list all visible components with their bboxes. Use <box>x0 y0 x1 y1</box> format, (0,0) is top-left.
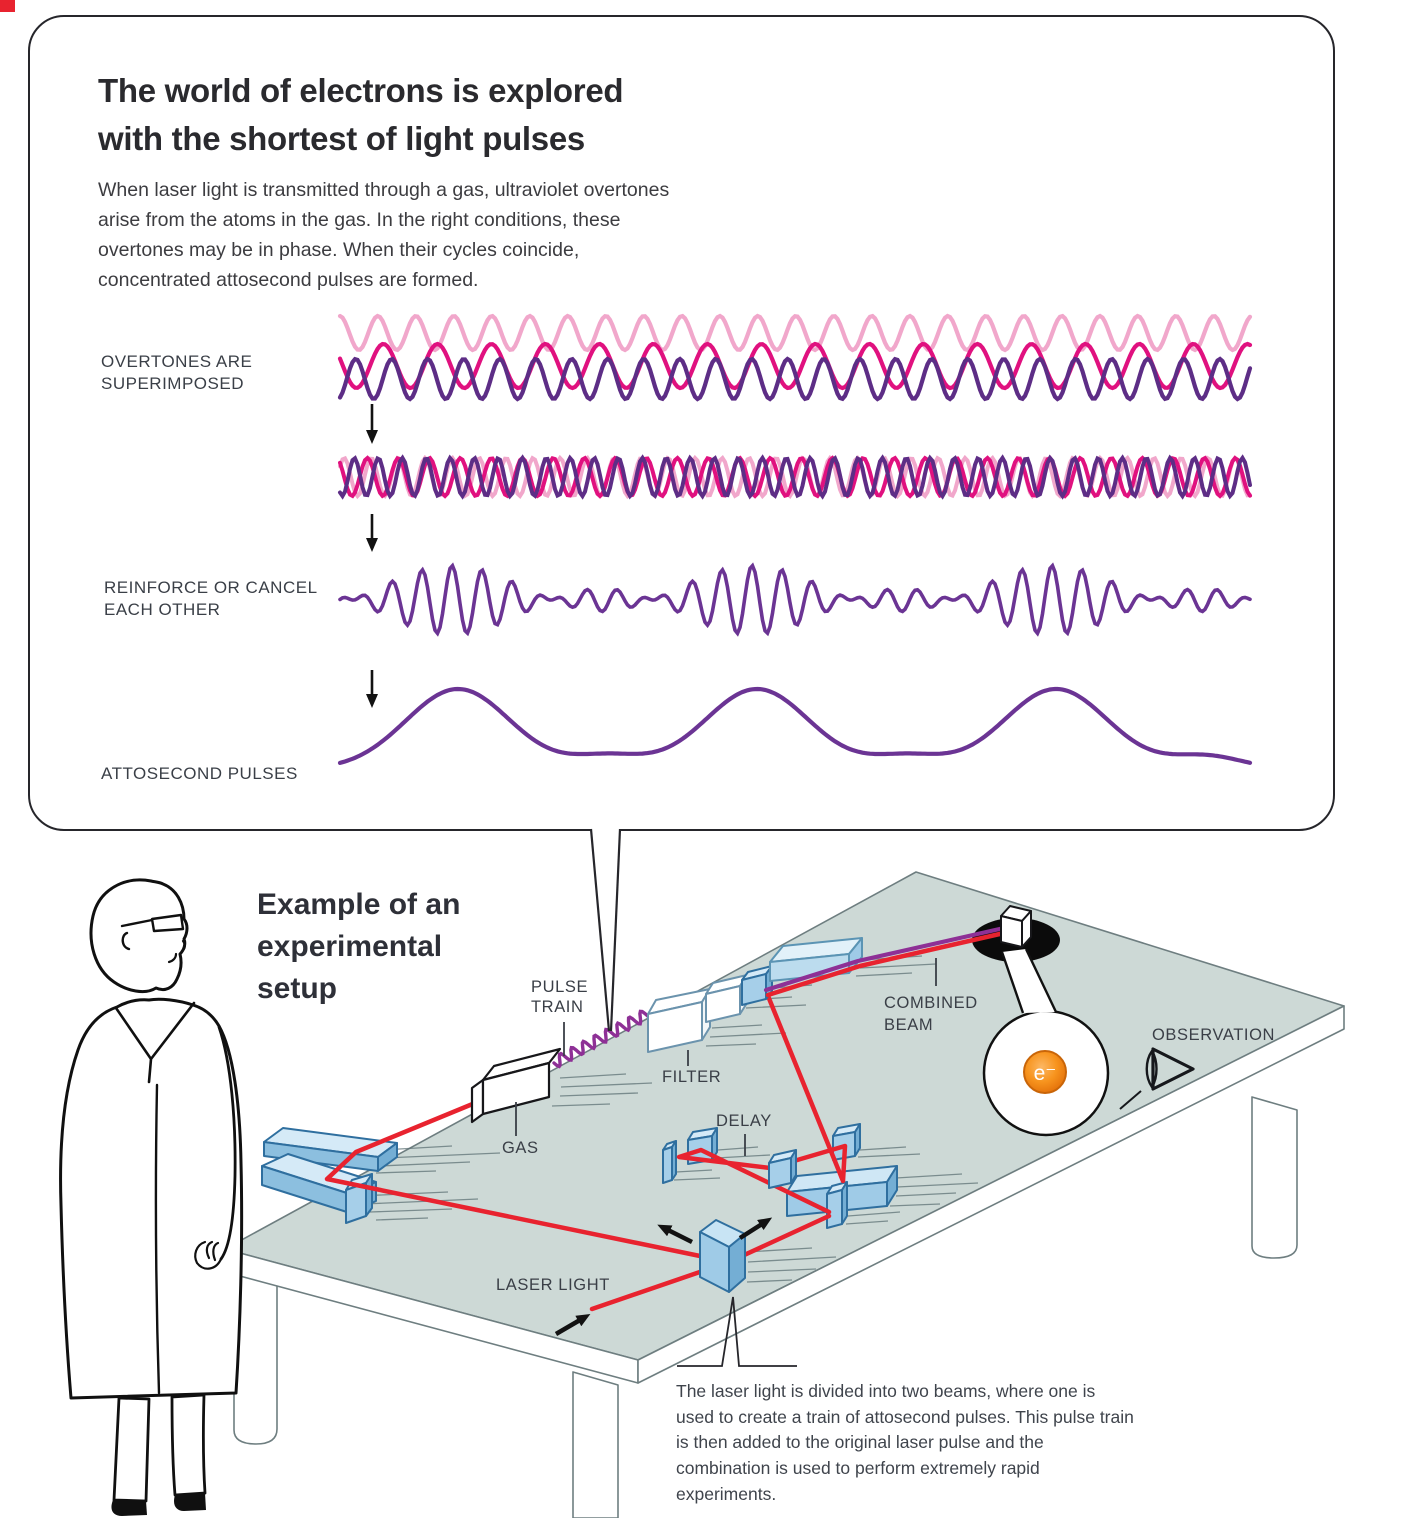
white-optic-box <box>739 974 748 1015</box>
label-combined-beam: COMBINED <box>884 994 978 1012</box>
scientist-figure <box>59 878 244 1516</box>
label-overtones: OVERTONES ARE SUPERIMPOSED <box>101 352 253 394</box>
white-optic-box <box>705 985 741 1023</box>
table-leg-left <box>233 1261 278 1445</box>
label-combined-beam: BEAM <box>884 1016 933 1034</box>
title-line-2: with the shortest of light pulses <box>98 119 585 157</box>
label-delay: DELAY <box>716 1112 772 1130</box>
scientist-shoe <box>111 1493 206 1516</box>
mirror-block <box>377 1142 398 1172</box>
delay-mirrors <box>662 1123 898 1229</box>
mirror-block <box>261 1153 377 1195</box>
scientist-leg <box>170 1393 207 1497</box>
page-corner-mark <box>0 0 15 12</box>
scientist-head <box>89 878 189 994</box>
filter-box <box>701 988 711 1041</box>
scientist-collar <box>114 1001 196 1084</box>
combiner-mirror <box>741 965 773 1006</box>
label-observation: OBSERVATION <box>1152 1026 1275 1044</box>
label-pulse-train: TRAIN <box>531 998 584 1016</box>
scientist-back-seam <box>154 1083 161 1395</box>
electron-label: e⁻ <box>1034 1062 1057 1085</box>
label-gas: GAS <box>502 1139 539 1157</box>
vacuum-hole <box>972 918 1060 962</box>
label-laser-light: LASER LIGHT <box>496 1276 610 1294</box>
filter-box <box>647 988 711 1015</box>
combined-beam-red <box>765 930 1007 998</box>
pulse-train-wave <box>552 1009 653 1069</box>
eye-icon <box>1119 1047 1195 1110</box>
label-ticks <box>515 958 937 1156</box>
laser-beam-to-mirrors <box>324 1093 732 1265</box>
delay-mid-mirror <box>768 1149 797 1189</box>
beam-direction-arrows <box>554 1217 773 1336</box>
gas-cell <box>470 1047 562 1124</box>
scientist-glasses <box>120 913 185 933</box>
mirror-block <box>261 1165 351 1214</box>
filter-optics <box>647 974 748 1053</box>
pulse-beam-hidden <box>700 987 769 1011</box>
scientist-leg <box>112 1396 151 1503</box>
arrow-laser-entry <box>554 1313 591 1336</box>
scientist-arm <box>217 1025 237 1261</box>
mirror-block <box>263 1127 398 1158</box>
scientist-ear <box>121 931 131 951</box>
recombination-plate <box>769 937 863 982</box>
caption-callout <box>677 1296 797 1367</box>
arrow-beam-right <box>738 1217 773 1240</box>
beamsplitter <box>699 1219 746 1293</box>
box-pointer <box>589 828 622 1032</box>
laser-beam-entry <box>589 1213 832 1312</box>
mirror-end-cap <box>365 1173 373 1217</box>
filter-box <box>647 1001 703 1053</box>
scientist-hand <box>194 1240 223 1270</box>
setup-heading: Example of an experimental setup <box>257 888 461 1005</box>
title-line-1: The world of electrons is explored <box>98 72 624 109</box>
label-attosecond: ATTOSECOND PULSES <box>101 764 298 783</box>
table-side-right <box>637 1005 1345 1384</box>
electron-balloon <box>982 948 1110 1137</box>
laser-beams <box>324 988 848 1312</box>
label-pulse-train: PULSE <box>531 978 588 996</box>
mirror-end-cap <box>345 1182 367 1224</box>
label-filter: FILTER <box>662 1068 721 1086</box>
info-box: The world of electrons is explored with … <box>28 15 1335 831</box>
mirror-block <box>349 1181 377 1214</box>
mirror-end-cap <box>345 1173 373 1191</box>
label-reinforce: REINFORCE OR CANCEL EACH OTHER <box>104 578 318 620</box>
balloon-circle <box>982 1009 1110 1137</box>
folding-mirrors <box>261 1127 398 1224</box>
intro-paragraph: When laser light is transmitted through … <box>98 179 670 292</box>
combined-beam-lines <box>763 925 1007 998</box>
balloon-tail <box>1002 949 1056 1013</box>
combined-beam-purple <box>763 925 1007 993</box>
arrow-beam-left <box>657 1224 694 1245</box>
laser-beam-delay-path <box>676 988 848 1215</box>
scientist-coat <box>59 997 244 1400</box>
table-leg-center <box>572 1371 619 1518</box>
scientist-face-lines <box>167 939 186 964</box>
sample-cube <box>1000 905 1032 948</box>
page-title: The world of electrons is explored with … <box>98 67 624 163</box>
table-side-left <box>224 1248 639 1384</box>
setup-caption: The laser light is divided into two beam… <box>676 1381 1134 1504</box>
mirror-block <box>263 1141 379 1172</box>
white-optic-box <box>705 974 748 995</box>
table-leg-right <box>1251 1096 1298 1259</box>
electron-sphere: e⁻ <box>1023 1050 1067 1094</box>
